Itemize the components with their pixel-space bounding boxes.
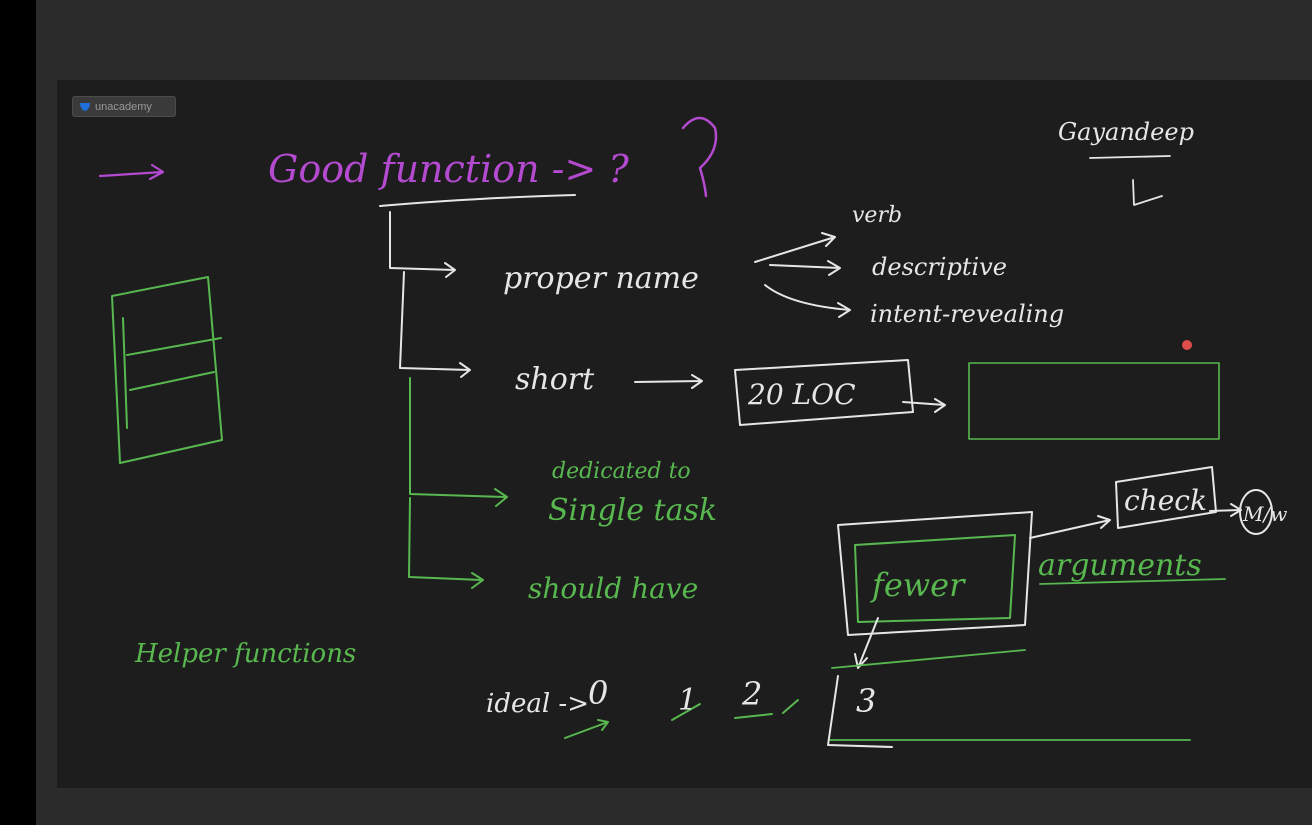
signature-text: Gayandeep — [1058, 118, 1194, 146]
helper-text: Helper functions — [134, 639, 356, 669]
number-2: 2 — [741, 675, 762, 713]
pointer-dot — [1182, 340, 1192, 350]
loc-box — [734, 359, 914, 426]
verb-text: verb — [852, 203, 902, 228]
green-rectangle — [968, 362, 1220, 440]
question-mark — [681, 116, 718, 198]
dedicated-text-line2: Single task — [548, 493, 717, 528]
check-text: check — [1124, 484, 1207, 517]
branch-proper-name — [389, 211, 456, 278]
branch-short — [399, 271, 471, 378]
unacademy-watermark: unacademy — [72, 96, 176, 117]
green-sketch — [111, 276, 223, 464]
mw-circle — [1239, 489, 1273, 535]
loc-text: 20 LOC — [747, 378, 856, 411]
mw-text: M/w — [1242, 502, 1287, 526]
whiteboard-canvas[interactable] — [57, 80, 1312, 788]
ideal-text: ideal -> — [486, 689, 589, 719]
branch-should-have — [408, 497, 484, 589]
proper-name-text: proper name — [503, 261, 699, 296]
watermark-label: unacademy — [95, 100, 152, 113]
number-1: 1 — [678, 683, 697, 718]
check-box — [1115, 466, 1217, 529]
intent-revealing-text: intent-revealing — [870, 300, 1064, 328]
arguments-text: arguments — [1038, 548, 1202, 583]
purple-arrow — [98, 163, 165, 181]
should-have-text: should have — [528, 572, 698, 605]
fewer-text: fewer — [870, 566, 966, 604]
descriptive-text: descriptive — [872, 253, 1007, 281]
number-3: 3 — [856, 682, 876, 720]
unacademy-logo-icon — [80, 102, 90, 111]
branch-dedicated — [409, 377, 508, 507]
title-text: Good function -> ? — [268, 147, 629, 191]
left-strip — [0, 0, 36, 825]
fewer-inner-box — [854, 534, 1016, 623]
dedicated-text-line1: dedicated to — [552, 459, 691, 484]
number-0: 0 — [588, 674, 608, 712]
title-underline — [379, 194, 576, 207]
short-text: short — [515, 362, 595, 397]
fewer-outer-box — [837, 511, 1033, 636]
